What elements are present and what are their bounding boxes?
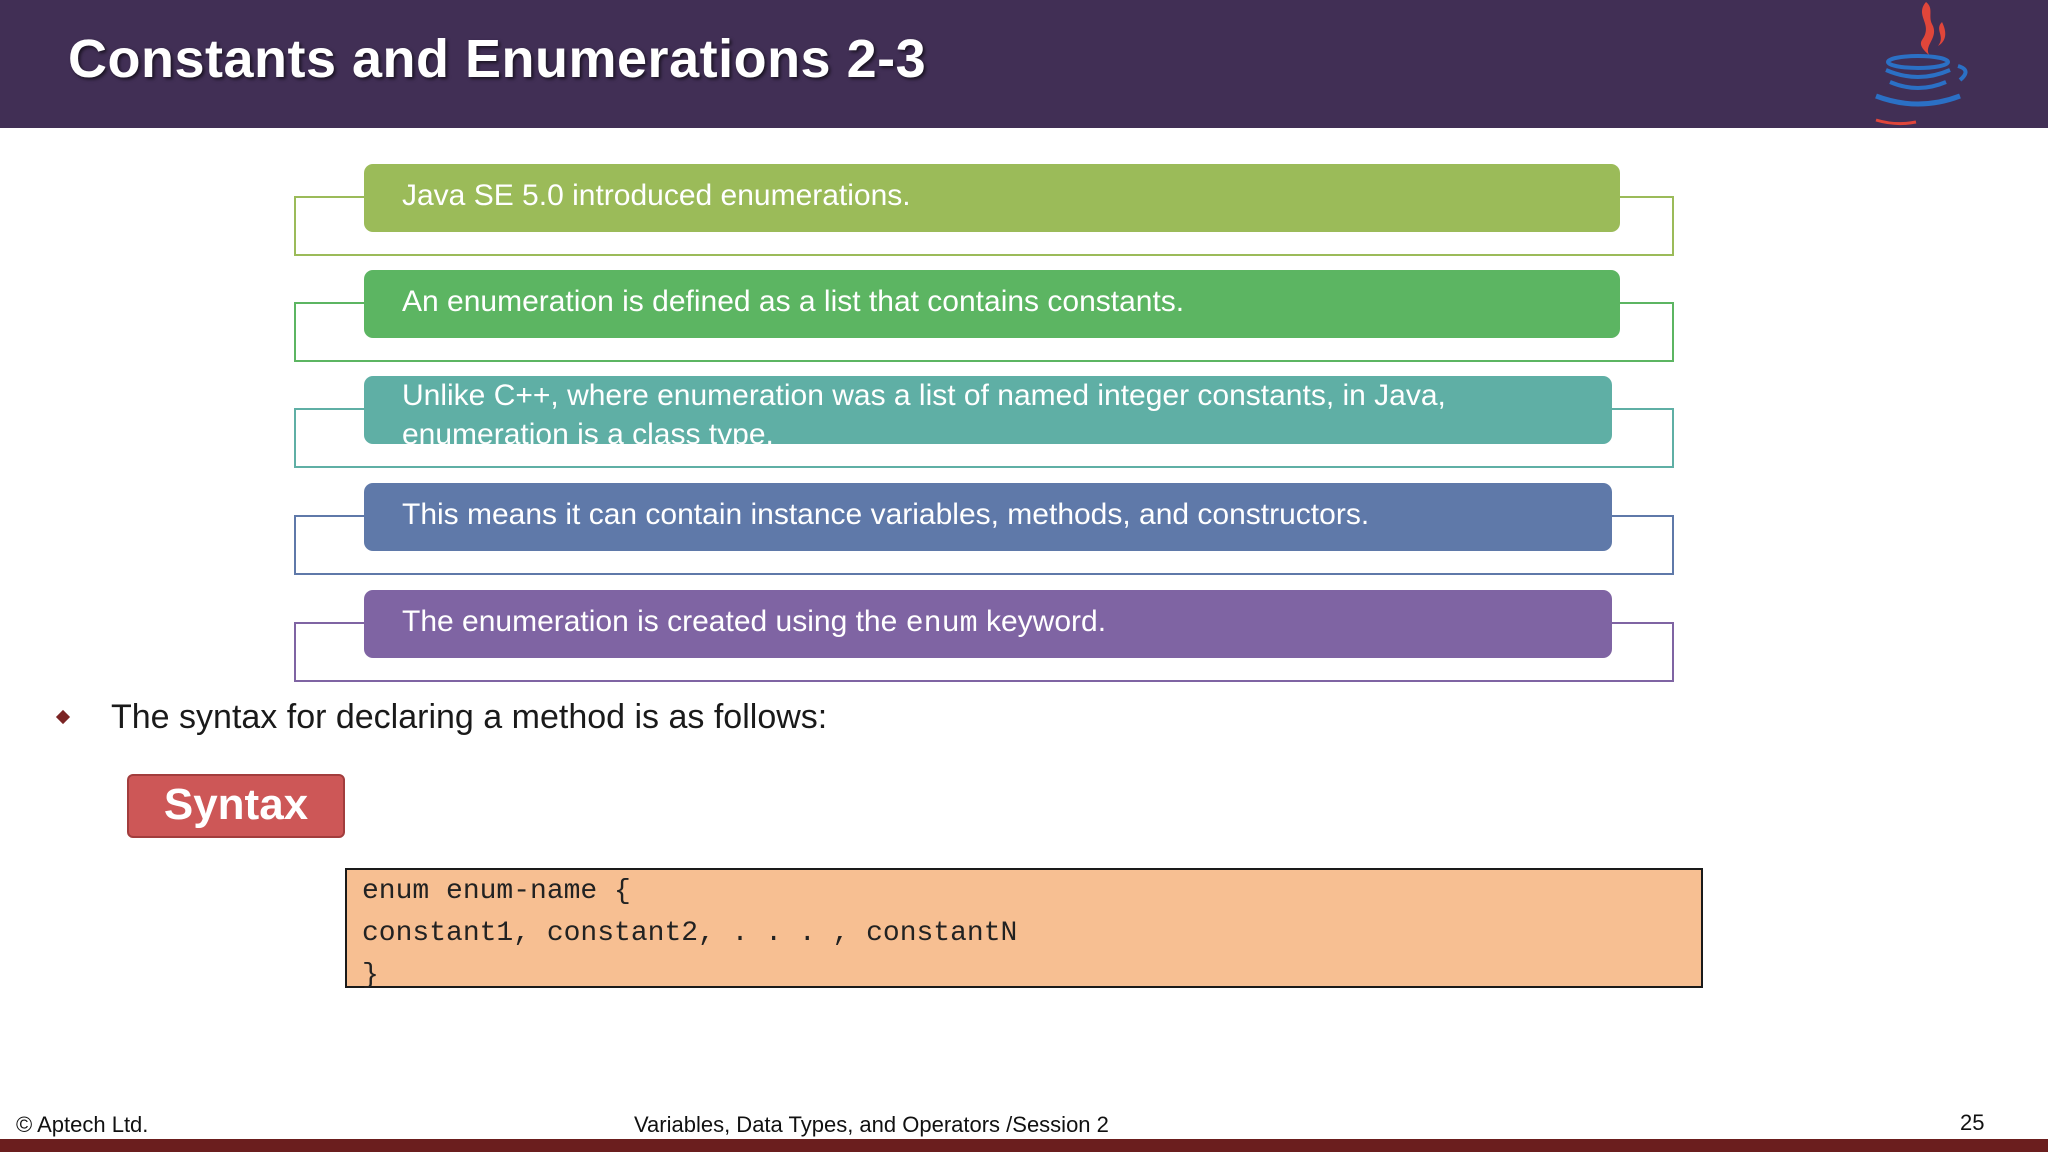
point-item: Java SE 5.0 introduced enumerations. [294,164,1678,258]
page-number: 25 [1960,1110,1985,1135]
point-item: This means it can contain instance varia… [294,483,1678,577]
point-bar: An enumeration is defined as a list that… [364,270,1620,338]
diamond-bullet-icon [55,709,71,725]
point-text: The enumeration is created using the [402,605,898,638]
point-text: Java SE 5.0 introduced enumerations. [402,179,911,212]
point-bar: This means it can contain instance varia… [364,483,1612,551]
point-item: The enumeration is created using the enu… [294,590,1678,684]
point-item: An enumeration is defined as a list that… [294,270,1678,364]
point-bar: Unlike C++, where enumeration was a list… [364,376,1612,451]
point-bar: The enumeration is created using the enu… [364,590,1612,658]
point-item: Unlike C++, where enumeration was a list… [294,376,1678,470]
code-line: constant1, constant2, . . . , constantN [362,918,1018,949]
code-line: enum enum-name { [362,876,631,907]
enum-keyword: enum [905,607,978,641]
point-text: An enumeration is defined as a list that… [402,285,1185,318]
syntax-label: Syntax [127,774,345,838]
point-text-line-2: enumeration is a class type. [402,418,774,451]
point-text: This means it can contain instance varia… [402,498,1370,531]
code-line: } [362,960,379,991]
slide-header: Constants and Enumerations 2-3 [0,0,2048,128]
footer-copyright: © Aptech Ltd. [16,1112,149,1137]
footer-bar [0,1139,2048,1152]
code-block: enum enum-name { constant1, constant2, .… [345,868,1703,991]
syntax-intro-text: The syntax for declaring a method is as … [111,698,828,736]
point-bar: Java SE 5.0 introduced enumerations. [364,164,1620,232]
point-text-end: keyword. [986,605,1107,638]
slide-title: Constants and Enumerations 2-3 [68,29,927,89]
footer-session: Variables, Data Types, and Operators /Se… [634,1112,1109,1137]
point-text-line-1: Unlike C++, where enumeration was a list… [402,379,1446,412]
java-logo-icon [1875,2,1968,126]
